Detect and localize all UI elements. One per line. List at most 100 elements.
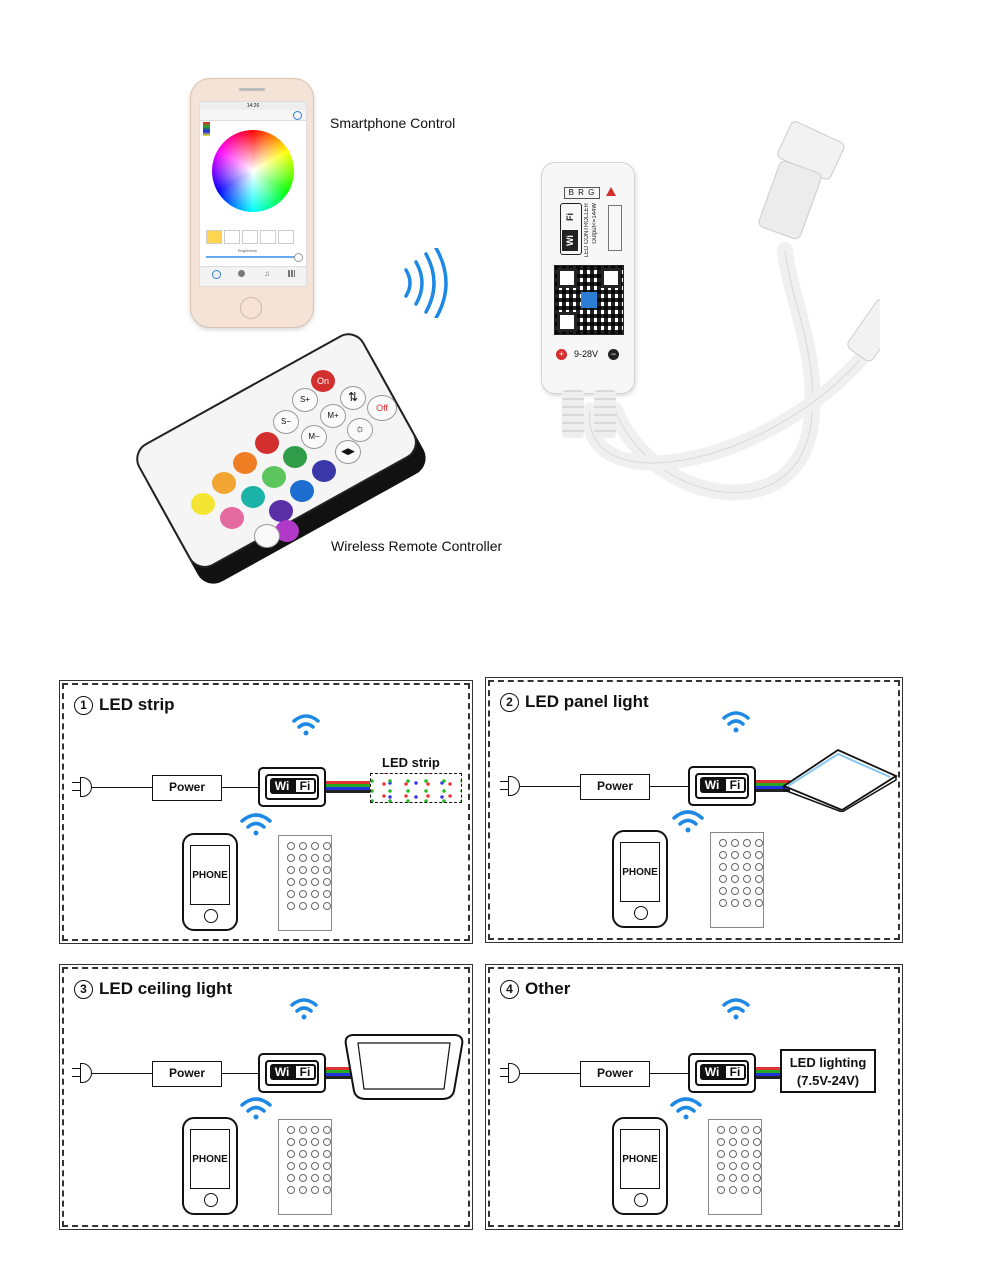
panel-4-title-text: Other [525, 979, 571, 998]
phone-home-button [634, 906, 648, 920]
wifi-signal-icon [240, 1097, 272, 1120]
phone-icon: PHONE [612, 1117, 668, 1215]
remote-mode-plus-button: M+ [320, 404, 346, 428]
cable-relief-left [562, 390, 584, 438]
wifi-wi-text: Wi [270, 778, 294, 794]
power-icon[interactable] [293, 111, 302, 120]
cable-relief-right [594, 390, 616, 438]
phone-screen-label: PHONE [190, 845, 230, 905]
phone-screen-label: PHONE [190, 1129, 230, 1189]
remote-play-button: ◀▶ [335, 440, 361, 464]
remote-button-grid [287, 842, 331, 910]
power-supply-box: Power [152, 1061, 222, 1087]
remote-button-grid [719, 839, 763, 907]
tab-functions-icon[interactable] [238, 270, 245, 277]
brand-fi-text: Fi [565, 213, 575, 222]
brightness-slider[interactable] [206, 256, 298, 258]
power-supply-box: Power [152, 775, 222, 801]
led-panel-light-image [782, 748, 898, 812]
phone-speaker [239, 88, 265, 91]
phone-home-button [634, 1193, 648, 1207]
wifi-signal-icon [672, 810, 704, 833]
preset-button-3[interactable] [260, 230, 276, 244]
panel-1-title: 1 LED strip [74, 695, 175, 715]
panel-3-number: 3 [74, 980, 93, 999]
tab-music-icon[interactable]: ♫ [264, 269, 270, 278]
app-header [200, 110, 306, 121]
remote-cyan-button [241, 486, 265, 508]
remote-icon [278, 835, 332, 931]
led-ceiling-light-image [344, 1034, 464, 1100]
plug-icon [72, 1063, 92, 1083]
qr-finder-3 [557, 312, 577, 332]
app-tab-bar [200, 266, 306, 286]
wifi-fi-text: Fi [294, 778, 316, 794]
rgb-wires [756, 1067, 780, 1079]
color-wheel-overlay [212, 130, 294, 212]
remote-lightgreen-button [262, 466, 286, 488]
phone-home-button [240, 297, 262, 319]
led-lighting-box: LED lighting (7.5V-24V) [780, 1049, 876, 1093]
preset-button-4[interactable] [278, 230, 294, 244]
remote-amber-button [212, 472, 236, 494]
remote-mode-minus-button: M− [301, 425, 327, 449]
controller-cables [582, 121, 880, 501]
remote-icon [710, 832, 764, 928]
rgb-wires [326, 781, 372, 793]
cable-line [650, 786, 688, 787]
panel-1-title-text: LED strip [99, 695, 175, 714]
tab-more-icon[interactable] [288, 270, 295, 277]
led-strip-label: LED strip [382, 755, 440, 770]
plus-terminal-icon: + [556, 349, 567, 360]
led-strip-image [370, 773, 462, 803]
phone-home-button [204, 909, 218, 923]
panel-1-number: 1 [74, 696, 93, 715]
remote-brightness-button: ☼ [347, 418, 373, 442]
preset-yellow-button[interactable] [206, 230, 222, 244]
brightness-slider-thumb[interactable] [294, 253, 303, 262]
wireless-signal-icon [404, 248, 448, 318]
cable-line [222, 787, 258, 788]
wifi-signal-icon [290, 998, 318, 1020]
panel-2-number: 2 [500, 693, 519, 712]
remote-blue-button [312, 460, 336, 482]
wifi-signal-icon [240, 813, 272, 836]
remote-speed-plus-button: S+ [292, 388, 318, 412]
power-supply-box: Power [580, 1061, 650, 1087]
preset-button-1[interactable] [224, 230, 240, 244]
phone-icon: PHONE [182, 1117, 238, 1215]
remote-white-button [254, 524, 280, 548]
phone-app-screen: 14:26 Brightness ♫ [199, 101, 307, 287]
brightness-label: Brightness [238, 248, 257, 253]
panel-3-title: 3 LED ceiling light [74, 979, 232, 999]
brand-wi-text: Wi [562, 230, 578, 251]
remote-yellow-button [191, 493, 215, 515]
led-lighting-label: LED lighting [789, 1055, 867, 1070]
led-lighting-voltage: (7.5V-24V) [796, 1073, 860, 1088]
panel-3-title-text: LED ceiling light [99, 979, 233, 998]
remote-on-button: On [311, 370, 335, 392]
tab-colors-icon[interactable] [212, 270, 221, 279]
remote-speed-minus-button: S− [273, 410, 299, 434]
preset-button-2[interactable] [242, 230, 258, 244]
cable-line [92, 1073, 152, 1074]
color-swatch-icon [203, 122, 210, 136]
remote-lightblue-button [290, 480, 314, 502]
rgb-wires [326, 1067, 354, 1079]
phone-icon: PHONE [182, 833, 238, 931]
cable-line [520, 1073, 580, 1074]
cable-line [92, 787, 152, 788]
remote-green-button [283, 446, 307, 468]
phone-screen-label: PHONE [620, 842, 660, 902]
wifi-controller-device: B R G Wi Fi LED CONTROLLER Output<=144W … [541, 162, 635, 394]
